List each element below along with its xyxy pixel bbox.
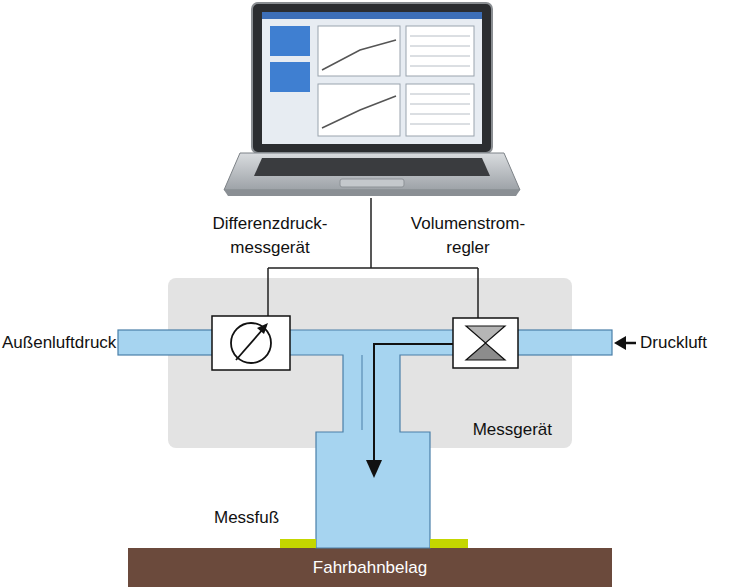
flow-controller-symbol [453,318,518,368]
part-label: Messfuß [214,506,310,530]
flange [280,539,316,548]
pressure-gauge-symbol [212,316,290,370]
road-surface-band: Fahrbahnbelag [128,548,612,587]
inflow-arrowhead [614,336,626,350]
node-text: Messgerät [473,418,552,442]
pipes [118,330,612,548]
laptop [224,3,520,196]
node-text: Fahrbahnbelag [313,556,427,580]
device-label: Volumenstrom- regler [398,212,538,260]
device-label: Differenzdruck- messgerät [200,212,340,260]
flange [430,539,468,548]
port-label: Druckluft [640,331,736,355]
port-label: Außenluftdruck [2,331,118,355]
